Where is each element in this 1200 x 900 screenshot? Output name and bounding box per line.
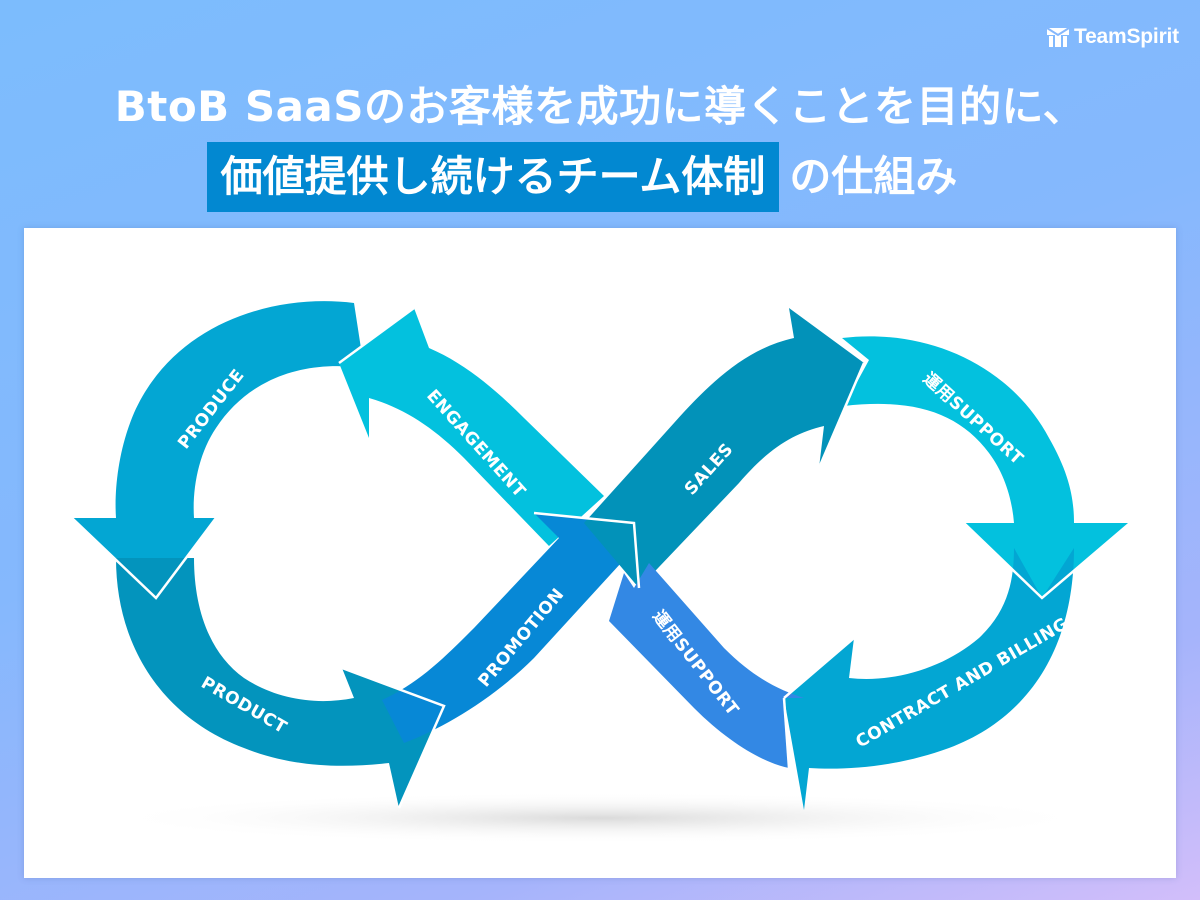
headline-highlight: 価値提供し続けるチーム体制 bbox=[206, 142, 780, 212]
arrow-support-bottom bbox=[609, 563, 804, 768]
teamspirit-logo-icon bbox=[1046, 27, 1070, 47]
headline-line-2: 価値提供し続けるチーム体制 の仕組み bbox=[0, 142, 1200, 212]
arrow-sales bbox=[584, 308, 864, 588]
arrow-engagement bbox=[339, 308, 604, 546]
infinity-loop-diagram: PRODUCE ENGAGEMENT SALES 運用SUPPORT CONTR… bbox=[71, 301, 1131, 844]
arrow-promotion bbox=[382, 513, 639, 743]
arrow-produce bbox=[72, 301, 364, 598]
brand-logo: TeamSpirit bbox=[1046, 22, 1179, 52]
arrow-support-top bbox=[842, 336, 1130, 598]
diagram-panel: PRODUCE ENGAGEMENT SALES 運用SUPPORT CONTR… bbox=[24, 228, 1176, 878]
floor-shadow bbox=[100, 792, 1100, 844]
arrow-product bbox=[116, 558, 444, 808]
arrowhead-outlines bbox=[71, 306, 1131, 809]
arrow-contract-billing bbox=[784, 548, 1074, 810]
headline-line-1: BtoB SaaSのお客様を成功に導くことを目的に、 bbox=[114, 82, 1086, 131]
brand-name: TeamSpirit bbox=[1074, 25, 1179, 48]
headline-suffix: の仕組み bbox=[789, 152, 958, 201]
